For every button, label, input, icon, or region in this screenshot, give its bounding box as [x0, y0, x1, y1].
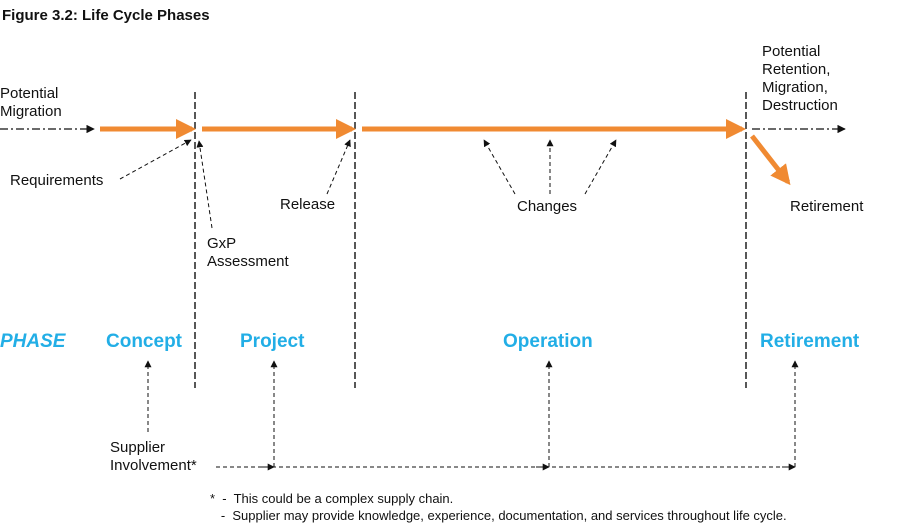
potential-migration-label: Potential Migration: [0, 85, 62, 120]
retirement-arrow: [750, 134, 791, 186]
requirements-pointer: [119, 139, 192, 180]
requirements-label: Requirements: [10, 172, 104, 189]
release-pointer: [326, 139, 351, 195]
footnote-supply-chain: * - This could be a complex supply chain…: [210, 491, 454, 506]
phase-retirement: Retirement: [760, 331, 860, 352]
gxp-assessment-label: GxP Assessment: [207, 235, 289, 270]
phase-operation: Operation: [503, 331, 593, 352]
gxp-pointer: [196, 140, 213, 229]
phase-concept: Concept: [106, 331, 182, 352]
changes-pointer-left: [483, 139, 516, 195]
retirement-event-label: Retirement: [790, 198, 864, 215]
release-label: Release: [280, 196, 336, 213]
supplier-involvement-label: Supplier Involvement*: [110, 439, 197, 474]
potential-end-label: Potential Retention, Migration, Destruct…: [762, 43, 838, 114]
phase-project: Project: [240, 331, 305, 352]
changes-label: Changes: [517, 198, 578, 215]
figure-title: Figure 3.2: Life Cycle Phases: [2, 7, 210, 24]
footnote-supplier-services: - Supplier may provide knowledge, experi…: [210, 508, 787, 523]
phase-row-label: PHASE: [0, 331, 66, 352]
changes-pointer-right: [584, 139, 617, 195]
